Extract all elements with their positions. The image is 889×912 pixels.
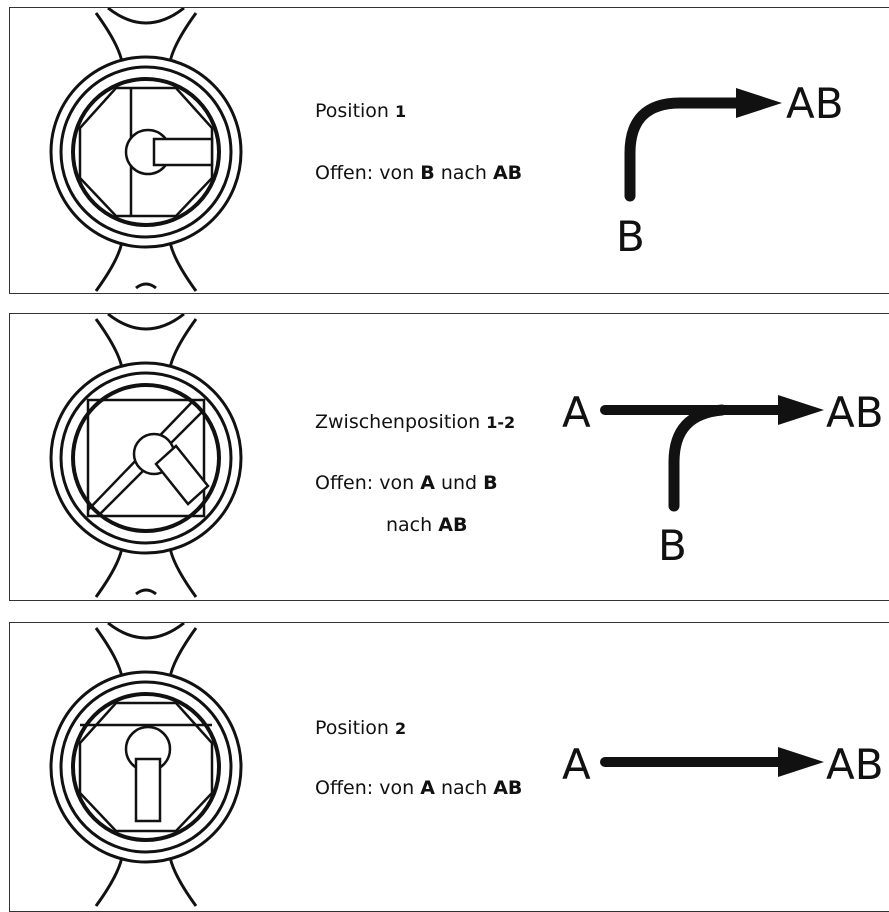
arrow-head-icon xyxy=(778,395,824,425)
flow-diagram-position-2: A AB xyxy=(562,740,884,789)
valve-position-2-icon xyxy=(49,623,243,907)
arrow-head-icon xyxy=(736,88,782,118)
flow-path-b-to-ab xyxy=(668,404,728,512)
position-title: Position 2 xyxy=(315,717,406,741)
port-name: AB xyxy=(438,514,468,536)
port-label-ab: AB xyxy=(786,79,844,128)
flow-diagram-position-1-2: A AB B xyxy=(562,388,884,570)
title-prefix: Position xyxy=(315,717,389,739)
flow-diagram-position-1: AB B xyxy=(616,79,844,261)
position-1-panel: Position 1 Offen: von B nach AB AB B xyxy=(9,7,889,294)
open-label: Offen: xyxy=(315,472,374,494)
desc-word: von xyxy=(379,472,415,494)
position-2-panel: Position 2 Offen: von A nach AB A AB xyxy=(9,622,889,912)
arrow-head-icon xyxy=(778,747,824,777)
port-label-a: A xyxy=(562,388,591,437)
port-name: B xyxy=(483,472,498,494)
port-label-b: B xyxy=(616,212,645,261)
position-title: Zwischenposition 1-2 xyxy=(315,411,515,435)
port-label-a: A xyxy=(562,740,591,789)
title-prefix: Zwischenposition xyxy=(315,411,481,433)
title-prefix: Position xyxy=(315,100,389,122)
port-name: AB xyxy=(493,777,523,799)
port-name: B xyxy=(420,162,435,184)
valve-position-1-2-icon xyxy=(49,314,243,598)
desc-word: und xyxy=(440,472,478,494)
open-label: Offen: xyxy=(315,162,374,184)
desc-word: nach xyxy=(440,162,487,184)
flow-path-b-to-ab xyxy=(624,97,744,202)
position-number: 1 xyxy=(395,102,407,121)
open-description-line2: nach AB xyxy=(386,514,467,538)
position-number: 2 xyxy=(395,719,407,738)
port-name: A xyxy=(420,472,435,494)
position-number: 1-2 xyxy=(486,413,516,432)
desc-word: von xyxy=(379,777,415,799)
port-name: AB xyxy=(492,162,523,184)
port-label-ab: AB xyxy=(826,388,884,437)
desc-word: von xyxy=(379,162,415,184)
open-description: Offen: von A nach AB xyxy=(315,777,522,801)
open-description: Offen: von A und B xyxy=(315,472,498,496)
valve-position-1-icon xyxy=(49,8,243,292)
open-label: Offen: xyxy=(315,777,374,799)
desc-word: nach xyxy=(386,514,433,536)
port-label-b: B xyxy=(658,521,687,570)
desc-word: nach xyxy=(440,777,488,799)
port-label-ab: AB xyxy=(826,740,884,789)
position-1-2-panel: Zwischenposition 1-2 Offen: von A und B … xyxy=(9,313,889,601)
position-title: Position 1 xyxy=(315,100,406,124)
port-name: A xyxy=(420,777,435,799)
open-description: Offen: von B nach AB xyxy=(315,162,522,186)
